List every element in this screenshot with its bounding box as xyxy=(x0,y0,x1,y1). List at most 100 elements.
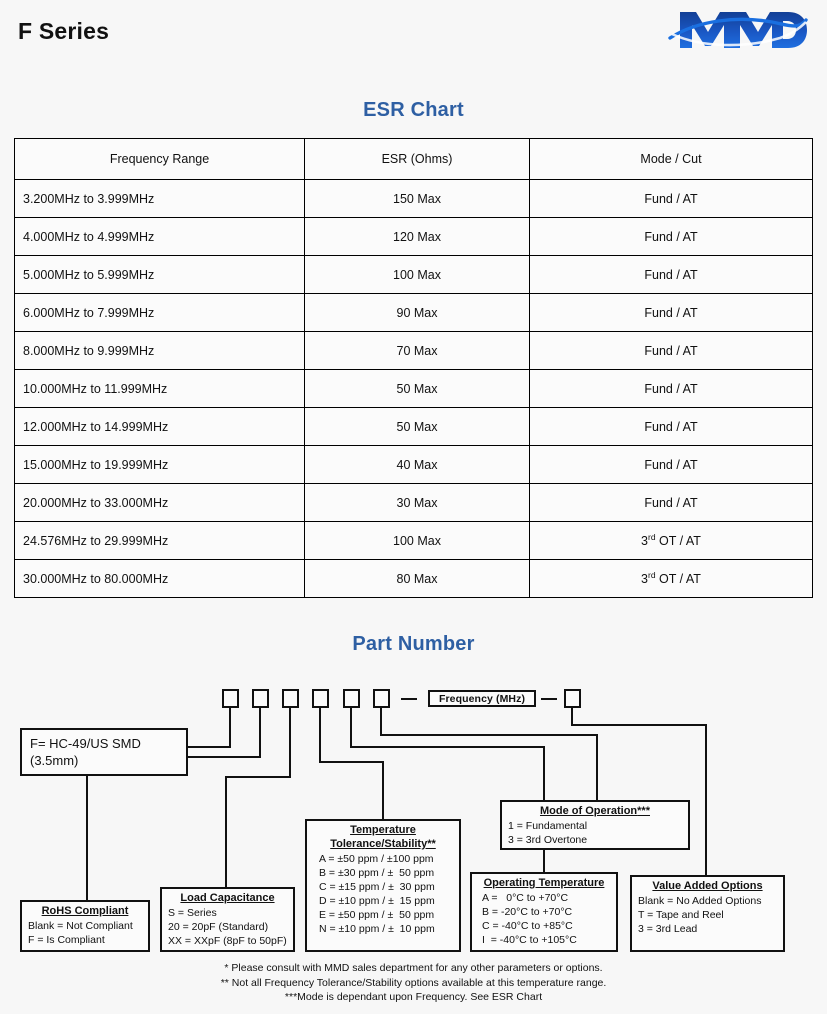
leader-elbow-5 xyxy=(350,746,545,748)
cell-frequency-range: 8.000MHz to 9.999MHz xyxy=(14,331,305,370)
temperature-tolerance-line: E = ±50 ppm / ± 50 ppm xyxy=(319,909,435,921)
pn-frequency-field[interactable]: Frequency (MHz) xyxy=(428,690,536,707)
cell-esr: 80 Max xyxy=(304,559,530,598)
cell-frequency-range: 24.576MHz to 29.999MHz xyxy=(14,521,305,560)
cell-frequency-range: 20.000MHz to 33.000MHz xyxy=(14,483,305,522)
leader-stem-4 xyxy=(319,708,321,763)
load-capacitance-box: Load Capacitance S = Series 20 = 20pF (S… xyxy=(160,887,295,952)
temperature-tolerance-line: D = ±10 ppm / ± 15 ppm xyxy=(319,895,435,907)
cell-frequency-range: 4.000MHz to 4.999MHz xyxy=(14,217,305,256)
temperature-tolerance-title-2: Tolerance/Stability** xyxy=(330,838,436,850)
load-capacitance-title: Load Capacitance xyxy=(180,892,275,904)
temperature-tolerance-title-1: Temperature xyxy=(350,824,416,836)
rohs-line: Blank = Not Compliant xyxy=(28,920,133,932)
mode-of-operation-box: Mode of Operation*** 1 = Fundamental 3 =… xyxy=(500,800,690,850)
cell-mode-cut: Fund / AT xyxy=(529,217,813,256)
cell-mode-cut: Fund / AT xyxy=(529,369,813,408)
cell-esr: 90 Max xyxy=(304,293,530,332)
mode-of-operation-line: 1 = Fundamental xyxy=(508,820,588,832)
cell-frequency-range: 5.000MHz to 5.999MHz xyxy=(14,255,305,294)
leader-stem-7 xyxy=(571,708,573,726)
leader-elbow-7 xyxy=(571,724,707,726)
leader-elbow-4 xyxy=(319,761,384,763)
operating-temperature-box: Operating Temperature A = 0°C to +70°C B… xyxy=(470,872,618,952)
operating-temperature-line: A = 0°C to +70°C xyxy=(482,892,569,904)
pn-slot-4[interactable] xyxy=(312,689,329,708)
pn-slot-7[interactable] xyxy=(564,689,581,708)
pn-slot-3[interactable] xyxy=(282,689,299,708)
operating-temperature-line: B = -20°C to +70°C xyxy=(482,906,573,918)
value-added-options-line: Blank = No Added Options xyxy=(638,895,762,907)
leader-stem-6 xyxy=(380,708,382,736)
cell-mode-cut: Fund / AT xyxy=(529,293,813,332)
pn-slot-1[interactable] xyxy=(222,689,239,708)
cell-mode-cut: Fund / AT xyxy=(529,255,813,294)
load-capacitance-line: S = Series xyxy=(168,907,217,919)
package-line-1: F= HC-49/US SMD xyxy=(30,736,141,751)
cell-frequency-range: 30.000MHz to 80.000MHz xyxy=(14,559,305,598)
load-capacitance-line: 20 = 20pF (Standard) xyxy=(168,921,269,933)
cell-mode-cut: Fund / AT xyxy=(529,483,813,522)
package-line-2: (3.5mm) xyxy=(30,753,79,768)
cell-mode-cut: Fund / AT xyxy=(529,179,813,218)
value-added-options-box: Value Added Options Blank = No Added Opt… xyxy=(630,875,785,952)
package-box: F= HC-49/US SMD (3.5mm) xyxy=(20,728,188,776)
operating-temperature-line: I = -40°C to +105°C xyxy=(482,934,577,946)
cell-esr: 50 Max xyxy=(304,407,530,446)
rohs-box: RoHS Compliant Blank = Not Compliant F =… xyxy=(20,900,150,952)
rohs-title: RoHS Compliant xyxy=(41,905,129,917)
cell-frequency-range: 3.200MHz to 3.999MHz xyxy=(14,179,305,218)
leader-drop-3 xyxy=(225,776,227,889)
cell-esr: 100 Max xyxy=(304,521,530,560)
leader-stem-1 xyxy=(229,708,231,748)
cell-frequency-range: 15.000MHz to 19.999MHz xyxy=(14,445,305,484)
cell-mode-cut: 3rd OT / AT xyxy=(529,559,813,598)
cell-esr: 150 Max xyxy=(304,179,530,218)
cell-esr: 40 Max xyxy=(304,445,530,484)
leader-stem-3 xyxy=(289,708,291,778)
temperature-tolerance-line: N = ±10 ppm / ± 10 ppm xyxy=(319,923,435,935)
temperature-tolerance-line: B = ±30 ppm / ± 50 ppm xyxy=(319,867,435,879)
part-number-diagram: Frequency (MHz) F= HC-49/US SMD (3.5mm) … xyxy=(0,660,827,1014)
leader-elbow-3 xyxy=(225,776,291,778)
cell-esr: 120 Max xyxy=(304,217,530,256)
footnote-1: * Please consult with MMD sales departme… xyxy=(224,962,603,974)
leader-drop-2 xyxy=(86,756,88,902)
temperature-tolerance-line: C = ±15 ppm / ± 30 ppm xyxy=(319,881,435,893)
cell-esr: 100 Max xyxy=(304,255,530,294)
value-added-options-line: 3 = 3rd Lead xyxy=(638,923,698,935)
column-header-mode-cut: Mode / Cut xyxy=(529,138,813,180)
footnotes: * Please consult with MMD sales departme… xyxy=(0,961,827,1005)
esr-table: Frequency Range ESR (Ohms) Mode / Cut 3.… xyxy=(14,138,813,598)
cell-esr: 30 Max xyxy=(304,483,530,522)
leader-drop-7 xyxy=(705,724,707,877)
operating-temperature-title: Operating Temperature xyxy=(483,877,605,889)
pn-slot-6[interactable] xyxy=(373,689,390,708)
temperature-tolerance-box: Temperature Tolerance/Stability** A = ±5… xyxy=(305,819,461,952)
cell-frequency-range: 10.000MHz to 11.999MHz xyxy=(14,369,305,408)
cell-mode-cut: Fund / AT xyxy=(529,407,813,446)
cell-esr: 50 Max xyxy=(304,369,530,408)
cell-mode-cut: Fund / AT xyxy=(529,331,813,370)
footnote-2: ** Not all Frequency Tolerance/Stability… xyxy=(220,976,607,989)
part-number-title: Part Number xyxy=(352,633,475,655)
footnote-3: ***Mode is dependant upon Frequency. See… xyxy=(284,991,543,1003)
mode-of-operation-line: 3 = 3rd Overtone xyxy=(508,834,588,846)
pn-slot-2[interactable] xyxy=(252,689,269,708)
mode-of-operation-title: Mode of Operation*** xyxy=(539,805,650,817)
column-header-esr: ESR (Ohms) xyxy=(304,138,530,180)
pn-slot-5[interactable] xyxy=(343,689,360,708)
pn-dash-1 xyxy=(401,698,417,700)
cell-mode-cut: 3rd OT / AT xyxy=(529,521,813,560)
